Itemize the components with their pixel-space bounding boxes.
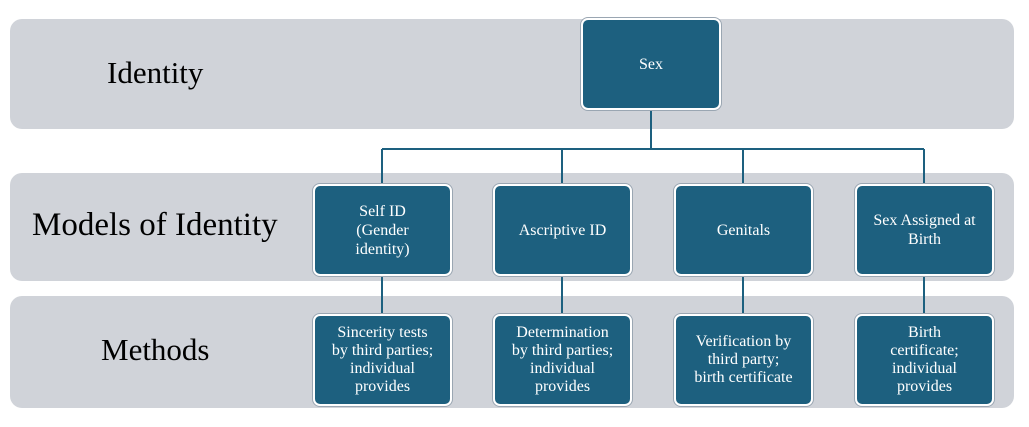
ascriptive-id-node: Ascriptive ID [493, 184, 632, 276]
sex-node-label: Sex [639, 55, 663, 73]
self-id-node: Self ID (Gender identity) [313, 184, 452, 276]
birth-certificate-node: Birth certificate; individual provides [855, 314, 994, 406]
determination-node: Determination by third parties; individu… [493, 314, 632, 406]
genitals-node-label: Genitals [716, 221, 771, 239]
self-id-node-label: Self ID (Gender identity) [355, 202, 410, 258]
determination-node-label: Determination by third parties; individu… [511, 324, 614, 395]
sex-assigned-at-birth-node-label: Sex Assigned at Birth [873, 212, 976, 248]
identity-label: Identity [107, 55, 204, 90]
genitals-node: Genitals [674, 184, 813, 276]
ascriptive-id-node-label: Ascriptive ID [518, 221, 607, 239]
verification-node-label: Verification by third party; birth certi… [694, 333, 793, 386]
sincerity-tests-node-label: Sincerity tests by third parties; indivi… [331, 324, 434, 395]
methods-label: Methods [101, 332, 210, 367]
sex-assigned-at-birth-node: Sex Assigned at Birth [855, 184, 994, 276]
models-of-identity-label: Models of Identity [32, 207, 278, 243]
birth-certificate-node-label: Birth certificate; individual provides [890, 324, 959, 395]
sincerity-tests-node: Sincerity tests by third parties; indivi… [313, 314, 452, 406]
verification-node: Verification by third party; birth certi… [674, 314, 813, 406]
identity-band [10, 19, 1014, 129]
sex-node: Sex [581, 18, 721, 110]
